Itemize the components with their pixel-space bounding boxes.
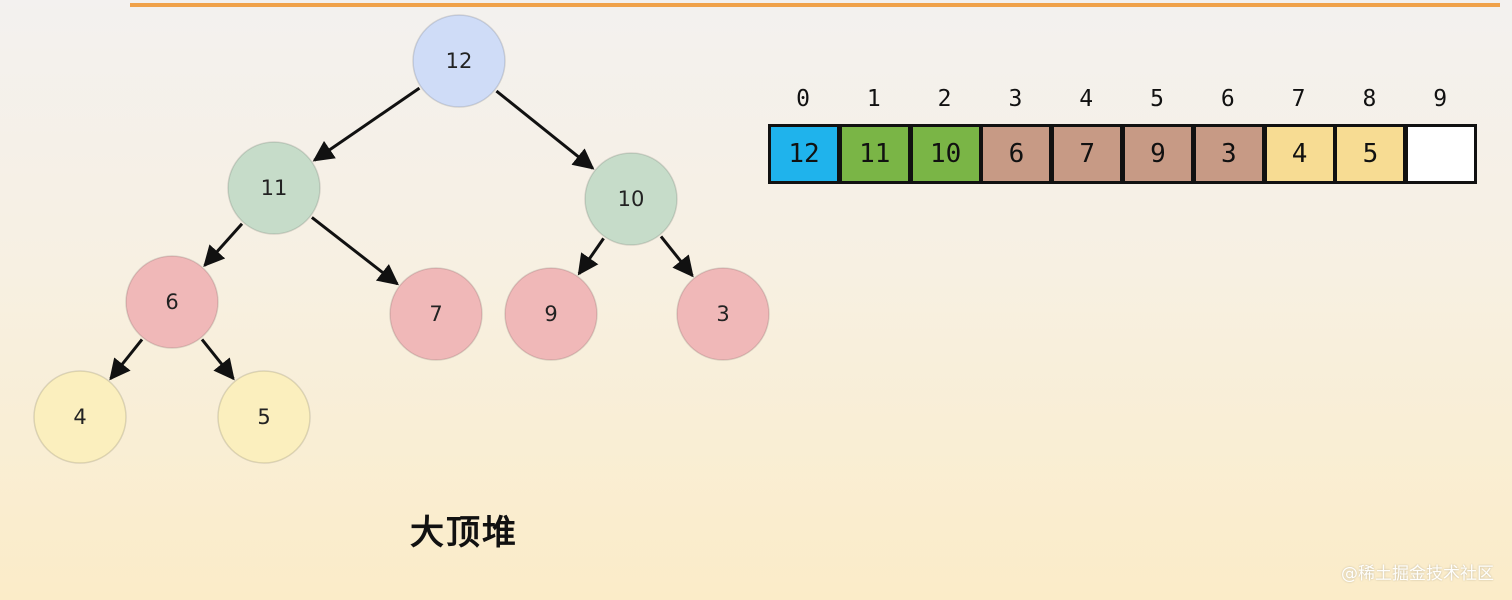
tree-node-12: 12 [412,14,506,108]
top-accent-line [130,3,1500,7]
tree-edge-n1-n4 [310,216,399,286]
tree-node-circle [389,267,483,361]
tree-node-label: 3 [716,302,729,326]
tree-edge-n3-n8 [200,338,235,381]
tree-node-11: 11 [227,141,321,235]
array-index-8: 8 [1362,86,1377,112]
tree-node-label: 10 [618,187,645,211]
array-index-2: 2 [937,86,952,112]
tree-node-5: 5 [217,370,311,464]
tree-edge-n1-n3 [203,222,244,268]
tree-edge-n2-n6 [659,235,694,278]
tree-node-label: 5 [257,405,270,429]
tree-node-circle [584,152,678,246]
tree-node-label: 4 [73,405,86,429]
array-cell-2: 10 [909,124,982,184]
array-index-7: 7 [1291,86,1306,112]
array-cell-5: 9 [1122,124,1194,184]
array-index-3: 3 [1008,86,1023,112]
array-cell-7: 4 [1263,124,1336,184]
tree-node-label: 9 [544,302,557,326]
array-index-5: 5 [1150,86,1164,112]
array-cell-6: 3 [1192,124,1265,184]
array-cell-4: 7 [1051,124,1124,184]
tree-node-3: 3 [676,267,770,361]
tree-node-9: 9 [504,267,598,361]
tree-node-7: 7 [389,267,483,361]
watermark-text: @稀土掘金技术社区 [1341,564,1494,584]
tree-node-circle [33,370,127,464]
caption-text: 大顶堆 [410,513,518,553]
tree-node-circle [227,141,321,235]
tree-node-circle [504,267,598,361]
tree-node-label: 6 [165,290,178,314]
array-index-6: 6 [1220,86,1235,112]
tree-edge-n2-n5 [577,237,605,276]
tree-node-circle [676,267,770,361]
tree-edge-n0-n2 [495,89,595,170]
tree-edge-n0-n1 [312,86,421,162]
array-index-4: 4 [1079,86,1094,112]
array-cell-3: 6 [980,124,1053,184]
tree-node-circle [125,255,219,349]
array-index-0: 0 [796,86,810,112]
array-index-9: 9 [1433,86,1448,112]
tree-node-label: 12 [446,49,473,73]
tree-edge-n3-n7 [109,338,144,381]
array-cell-9 [1405,124,1478,184]
tree-node-label: 11 [261,176,288,200]
tree-node-4: 4 [33,370,127,464]
array-cell-0: 12 [768,124,840,184]
array-cell-8: 5 [1334,124,1407,184]
array-cell-1: 11 [838,124,911,184]
tree-node-6: 6 [125,255,219,349]
tree-node-circle [217,370,311,464]
tree-node-10: 10 [584,152,678,246]
tree-node-label: 7 [429,302,442,326]
tree-node-circle [412,14,506,108]
array-index-1: 1 [866,86,881,112]
